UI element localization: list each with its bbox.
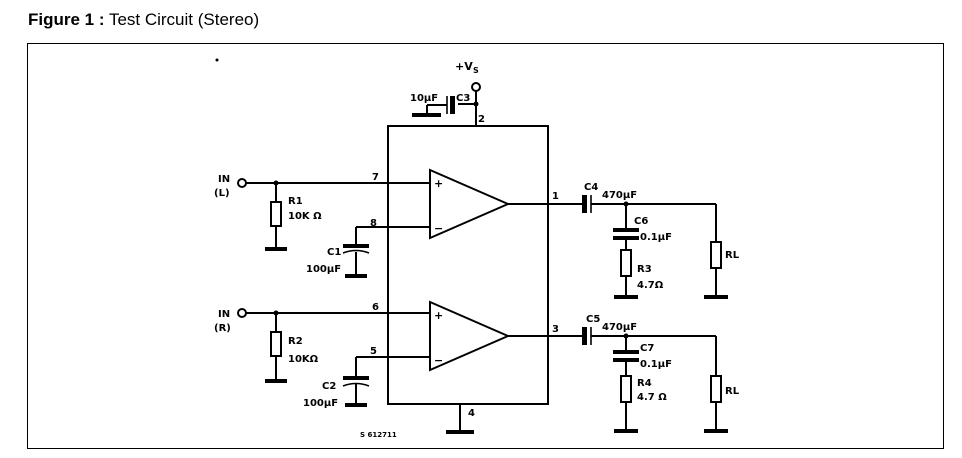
c4-value: 470µF <box>602 190 637 201</box>
opamp-right-plus: + <box>434 309 443 322</box>
capacitor-c3: 10µF C3 <box>410 93 476 117</box>
stray-mark <box>215 58 219 62</box>
supply-terminal: +V S <box>455 60 481 126</box>
load-resistor-rl2: RL <box>704 336 740 433</box>
r1-name: R1 <box>288 196 303 207</box>
c5-name: C5 <box>586 314 600 325</box>
opamp-left-plus: + <box>434 177 443 190</box>
opamp-right-minus: − <box>434 354 443 367</box>
c3-name: C3 <box>456 93 470 104</box>
pin-3-label: 3 <box>552 324 559 335</box>
output-left: 1 <box>508 191 582 205</box>
capacitor-c7: C7 0.1µF <box>613 336 672 376</box>
capacitor-c2: 5 C2 100µF <box>303 346 430 409</box>
supply-label: +V <box>455 60 473 73</box>
input-right: IN (R) 6 <box>214 302 430 334</box>
output-right: 3 <box>508 324 582 337</box>
rl2-name: RL <box>725 386 740 397</box>
r2-name: R2 <box>288 336 303 347</box>
figure-frame <box>27 43 944 449</box>
r4-name: R4 <box>637 378 652 389</box>
pin-2-label: 2 <box>478 114 485 125</box>
figure-title: Test Circuit (Stereo) <box>108 10 260 29</box>
c3-value: 10µF <box>410 93 438 104</box>
r3-name: R3 <box>637 264 652 275</box>
r2-value: 10KΩ <box>288 354 319 365</box>
c4-name: C4 <box>584 182 598 193</box>
c2-name: C2 <box>322 381 336 392</box>
pin-8-label: 8 <box>370 218 377 229</box>
pin-5-label: 5 <box>370 346 377 357</box>
r3-value: 4.7Ω <box>637 280 664 291</box>
c7-value: 0.1µF <box>640 359 672 370</box>
c1-name: C1 <box>327 247 341 258</box>
c7-name: C7 <box>640 343 654 354</box>
c2-value: 100µF <box>303 398 338 409</box>
load-resistor-rl1: RL <box>704 204 740 299</box>
c6-name: C6 <box>634 216 648 227</box>
resistor-r1: R1 10K Ω <box>265 183 322 251</box>
capacitor-c4: C4 470µF <box>582 182 716 213</box>
pin-7-label: 7 <box>372 172 379 183</box>
input-right-label-1: IN <box>218 309 230 320</box>
resistor-r3: R3 4.7Ω <box>614 249 664 299</box>
supply-sub-label: S <box>473 66 479 75</box>
resistor-r4: R4 4.7 Ω <box>614 375 667 433</box>
opamp-left-minus: − <box>434 222 443 235</box>
resistor-r2: R2 10KΩ <box>265 313 319 383</box>
pin-6-label: 6 <box>372 302 379 313</box>
input-left-label-1: IN <box>218 174 230 185</box>
pin-4-label: 4 <box>468 408 475 419</box>
figure-label: Figure 1 : <box>28 10 105 29</box>
input-left: IN (L) 7 <box>214 172 430 199</box>
opamp-left: + − <box>429 168 511 240</box>
document-code: S 612711 <box>360 431 397 439</box>
capacitor-c1: 8 C1 100µF <box>306 218 430 278</box>
c1-value: 100µF <box>306 264 341 275</box>
input-left-label-2: (L) <box>214 188 230 199</box>
pin-4-ground: 4 <box>446 404 475 434</box>
ic-body <box>387 125 549 405</box>
capacitor-c6: C6 0.1µF <box>613 204 672 250</box>
input-right-label-2: (R) <box>214 323 231 334</box>
capacitor-c5: C5 470µF <box>582 314 716 345</box>
c6-value: 0.1µF <box>640 232 672 243</box>
pin-1-label: 1 <box>552 191 559 202</box>
c5-value: 470µF <box>602 322 637 333</box>
r1-value: 10K Ω <box>288 211 322 222</box>
rl1-name: RL <box>725 250 740 261</box>
r4-value: 4.7 Ω <box>637 392 667 403</box>
opamp-right: + − <box>429 300 511 372</box>
figure-caption: Figure 1 : Test Circuit (Stereo) <box>28 10 259 30</box>
